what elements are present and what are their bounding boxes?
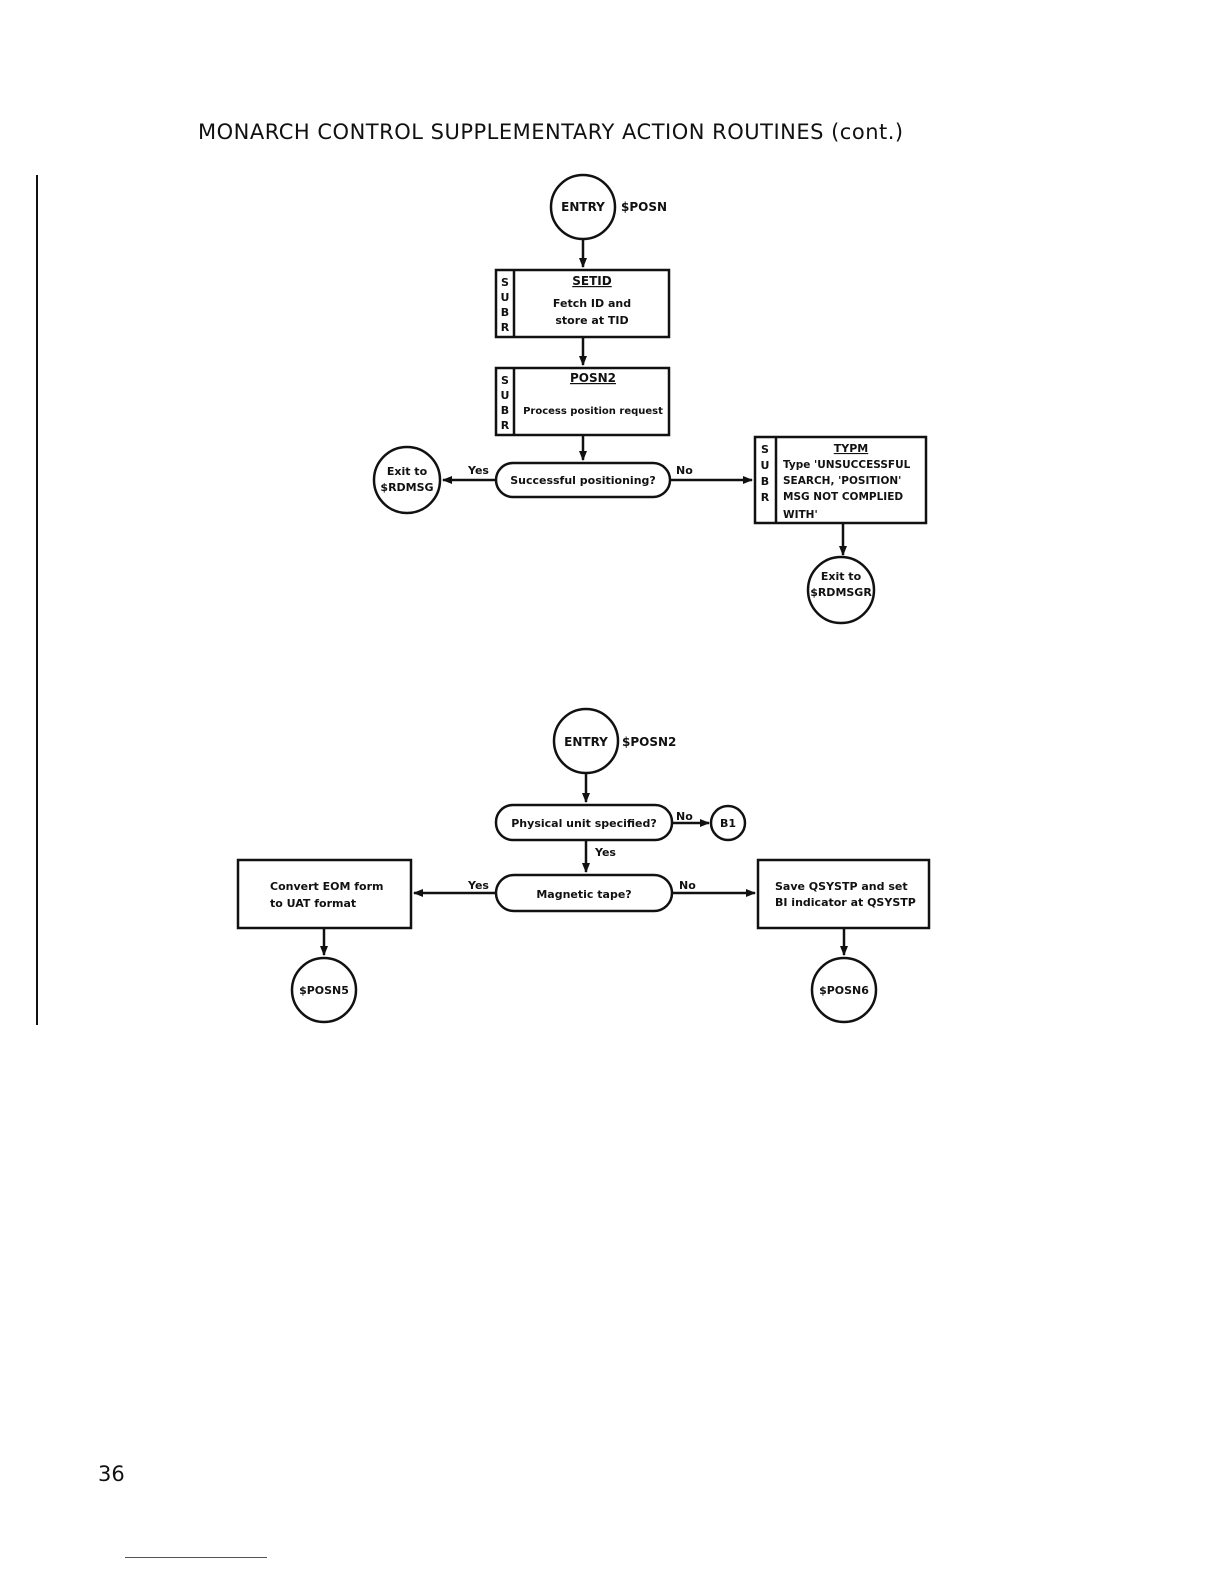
posn2-sub-letter-s: S [501, 374, 509, 387]
convert-eom-line1: Convert EOM form [270, 880, 383, 893]
exit-rdmsgr-node [806, 555, 876, 625]
posn2-sub-letter-b: B [501, 404, 509, 417]
setid-sub-letter-r: R [501, 321, 510, 334]
exit-posn6-node [810, 956, 878, 1024]
setid-line1: Fetch ID and [553, 297, 631, 310]
posn2-line1: Process position request [523, 406, 663, 417]
typm-sub-letter-u: U [761, 459, 770, 472]
exit-posn5-node [290, 956, 358, 1024]
exit-posn6-label: $POSN6 [819, 984, 869, 997]
setid-line2: store at TID [555, 314, 628, 327]
save-qsystp-box [756, 858, 931, 930]
setid-sub-letter-u: U [501, 291, 510, 304]
flow1-no-label: No [676, 464, 693, 477]
subr-typm-box [753, 435, 928, 525]
posn2-sub-letter-u: U [501, 389, 510, 402]
typm-sub-letter-b: B [761, 475, 769, 488]
connector-b1-node [709, 804, 747, 842]
decision1-yes-label: Yes [594, 846, 616, 859]
save-qsystp-line1: Save QSYSTP and set [775, 880, 908, 893]
typm-line3: MSG NOT COMPLIED [783, 491, 903, 503]
decision2-no-label: No [679, 879, 696, 892]
setid-sub-letter-b: B [501, 306, 509, 319]
change-bar [36, 175, 38, 1025]
decision-physical-unit-label: Physical unit specified? [511, 817, 657, 830]
decision-magnetic-tape-label: Magnetic tape? [536, 888, 631, 901]
exit-posn5-label: $POSN5 [299, 984, 349, 997]
exit-rdmsg-node [372, 445, 442, 515]
decision-successful-positioning-label: Successful positioning? [510, 474, 656, 487]
decision1-no-label: No [676, 810, 693, 823]
flow1-yes-label: Yes [467, 464, 489, 477]
save-qsystp-line2: BI indicator at QSYSTP [775, 896, 916, 909]
setid-title: SETID [572, 274, 611, 288]
decision2-yes-label: Yes [467, 879, 489, 892]
convert-eom-box [236, 858, 413, 930]
typm-sub-letter-s: S [761, 443, 769, 456]
exit-rdmsg-line1: Exit to [387, 465, 428, 478]
typm-title: TYPM [834, 442, 868, 455]
flow1-entry-name: $POSN [621, 200, 667, 214]
posn2-title: POSN2 [570, 371, 616, 385]
connector-b1-label: B1 [720, 817, 736, 830]
page-number: 36 [98, 1462, 125, 1486]
typm-line4: WITH' [783, 509, 818, 521]
typm-line2: SEARCH, 'POSITION' [783, 475, 901, 487]
exit-rdmsg-line2: $RDMSG [380, 481, 433, 494]
posn2-sub-letter-r: R [501, 419, 510, 432]
exit-rdmsgr-line2: $RDMSGR [810, 586, 872, 599]
typm-line1: Type 'UNSUCCESSFUL [783, 459, 911, 471]
flow1-entry-label: ENTRY [561, 200, 605, 214]
convert-eom-line2: to UAT format [270, 897, 356, 910]
flow2-entry-label: ENTRY [564, 735, 608, 749]
page-title: MONARCH CONTROL SUPPLEMENTARY ACTION ROU… [198, 120, 904, 144]
typm-sub-letter-r: R [761, 491, 770, 504]
setid-sub-letter-s: S [501, 276, 509, 289]
flow2-entry-name: $POSN2 [622, 735, 676, 749]
exit-rdmsgr-line1: Exit to [821, 570, 862, 583]
footer-rule [125, 1557, 267, 1558]
